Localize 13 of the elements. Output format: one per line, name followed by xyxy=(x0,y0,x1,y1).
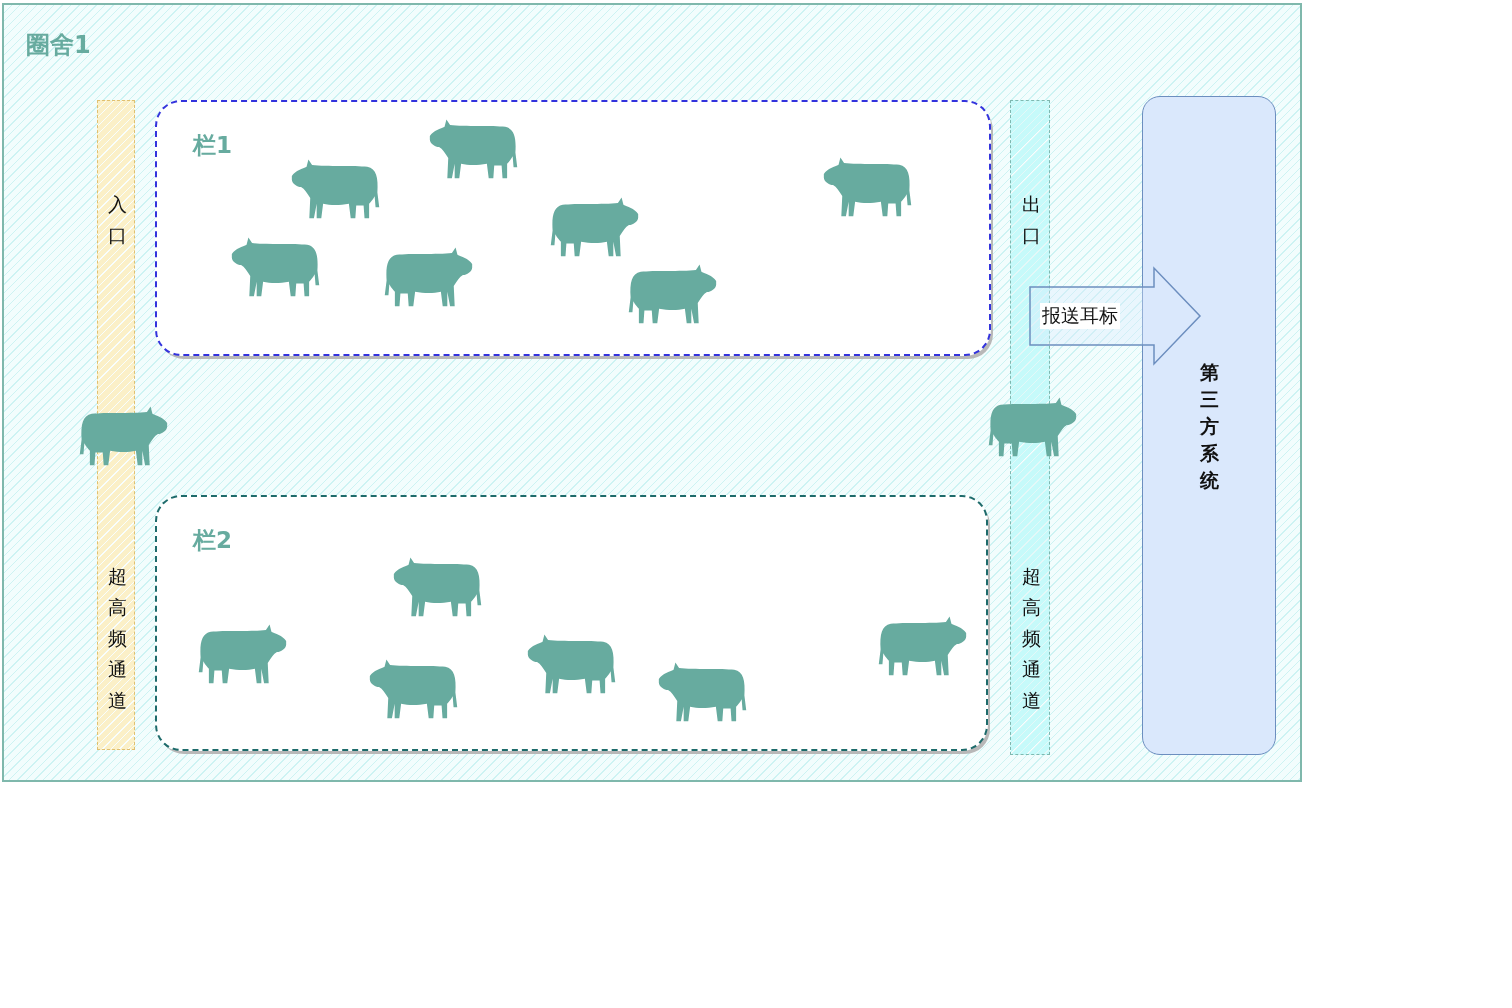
system-label: 第三方系统 xyxy=(1199,360,1219,493)
system-box xyxy=(1142,96,1276,755)
stall-title: 栏2 xyxy=(193,526,232,555)
pen-area xyxy=(2,3,1302,782)
gate-label: 入口 xyxy=(107,192,127,248)
channel-bar xyxy=(97,100,135,750)
gate-label: 出口 xyxy=(1021,192,1041,248)
edge-label: 报送耳标 xyxy=(1040,303,1120,329)
pen-title: 圈舍1 xyxy=(26,30,91,61)
channel-label: 超高频通道 xyxy=(107,564,127,713)
stall-box xyxy=(155,495,988,751)
channel-label: 超高频通道 xyxy=(1021,564,1041,713)
stall-title: 栏1 xyxy=(193,131,232,160)
